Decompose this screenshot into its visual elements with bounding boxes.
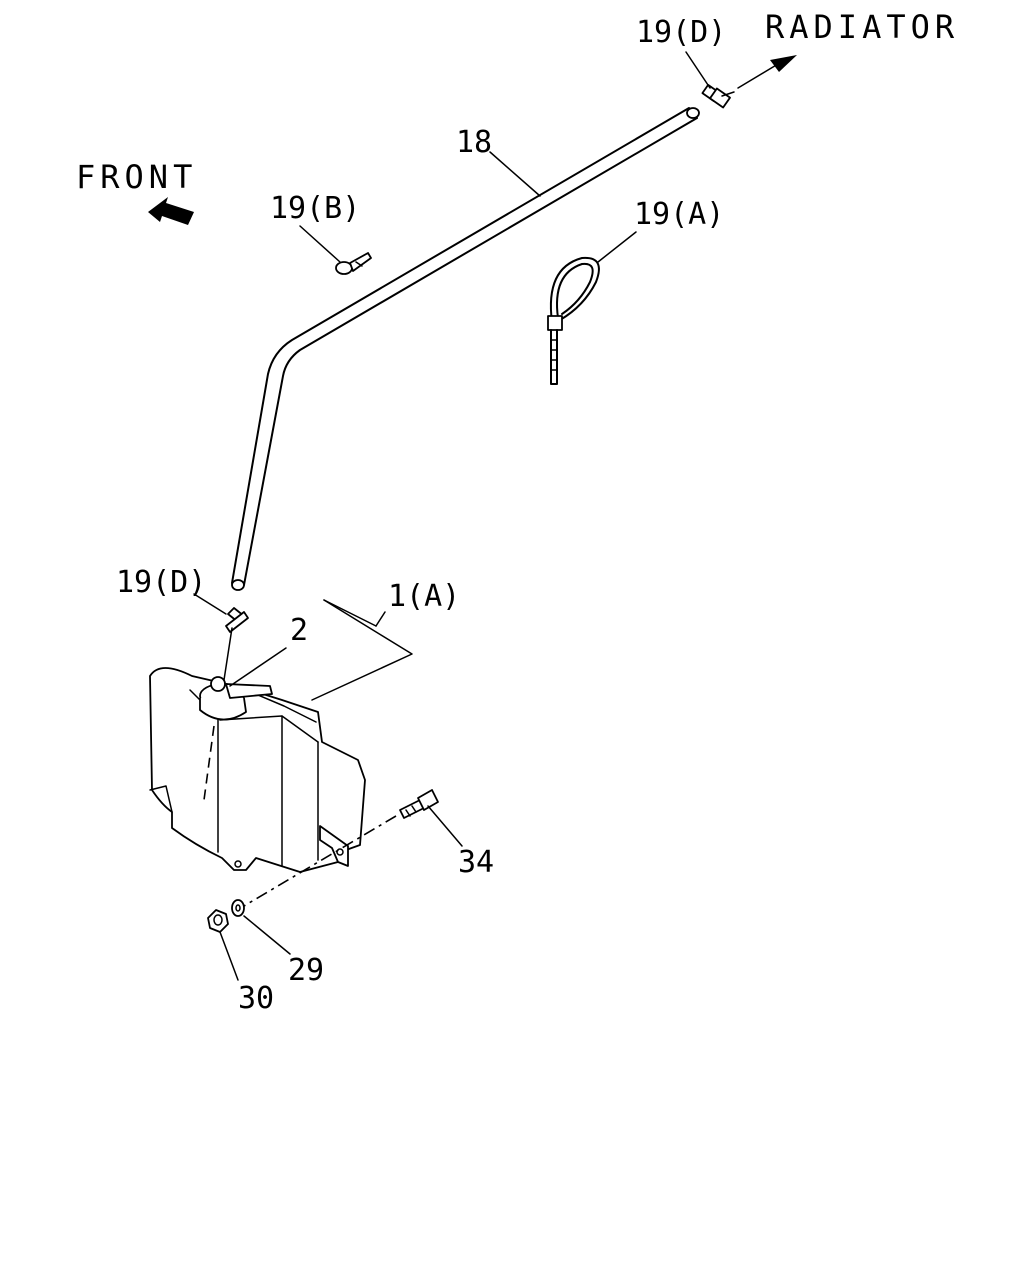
hose-clip-top <box>701 83 735 109</box>
callout-29: 29 <box>288 953 324 988</box>
bolt-axis-line <box>243 815 397 907</box>
washer-29 <box>231 899 245 917</box>
callout-19b: 19(B) <box>270 191 360 226</box>
front-label: FRONT <box>76 158 197 196</box>
leader-19d-low <box>193 593 227 615</box>
radiator-arrow <box>737 55 797 89</box>
callout-19d-top: 19(D) <box>636 15 726 50</box>
leader-18 <box>489 151 541 197</box>
leader-19a <box>597 231 637 263</box>
callout-34: 34 <box>458 845 494 880</box>
callout-18: 18 <box>456 125 492 160</box>
hose-to-cap-line <box>223 627 233 681</box>
bolt-34 <box>399 789 439 819</box>
leader-30 <box>219 931 239 981</box>
callout-2: 2 <box>290 613 308 648</box>
radiator-label: RADIATOR <box>765 8 959 46</box>
callout-30: 30 <box>238 981 274 1016</box>
nut-30 <box>207 909 229 933</box>
reserve-tank <box>149 667 366 873</box>
front-arrow-icon <box>148 197 194 225</box>
leader-2 <box>229 647 287 687</box>
hose-clip-b <box>335 252 372 275</box>
callout-19a: 19(A) <box>634 197 724 232</box>
hose-clip-low <box>225 607 249 633</box>
leader-19d-top <box>685 51 711 89</box>
cable-tie <box>547 256 600 385</box>
callout-19d-low: 19(D) <box>116 565 206 600</box>
tank-cap <box>199 676 273 721</box>
leader-34 <box>427 805 463 847</box>
tank-leader <box>311 599 413 701</box>
overflow-hose <box>231 107 700 591</box>
callout-1a: 1(A) <box>388 579 460 614</box>
leader-19b <box>299 225 341 263</box>
leader-29 <box>243 915 291 955</box>
